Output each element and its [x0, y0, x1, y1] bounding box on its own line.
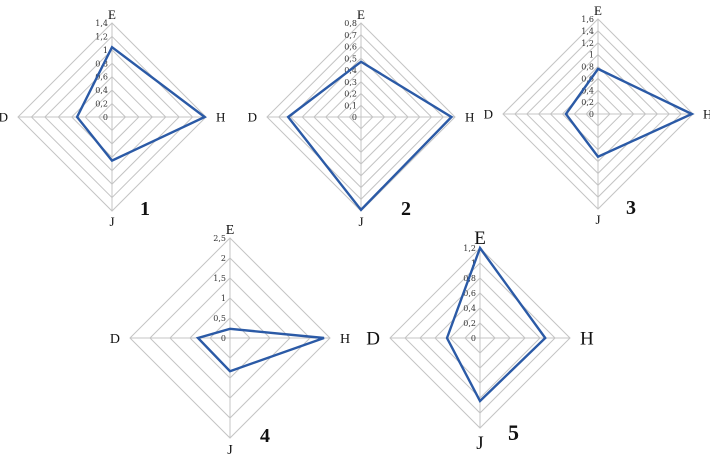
axis-label-E: E	[474, 228, 486, 249]
axis-label-E: E	[357, 7, 365, 22]
axis-label-E: E	[226, 223, 235, 238]
radar-chart-3: 0 0,2 0,4 0,6 0,8 1 1,2 1,4 1,6E H J D 3	[484, 3, 710, 227]
chart-number: 3	[626, 197, 636, 219]
tick-label: 1,2	[581, 39, 594, 48]
axis-label-D: D	[248, 110, 257, 125]
axis-label-J: J	[227, 443, 233, 458]
tick-label: 0,6	[344, 43, 357, 52]
tick-label: 0,6	[95, 73, 108, 82]
axis-label-D: D	[110, 332, 120, 347]
tick-label: 1,4	[95, 19, 108, 28]
tick-label: 0,5	[213, 314, 226, 323]
tick-label: 0,8	[581, 63, 594, 72]
tick-label: 0	[103, 113, 108, 122]
axis-label-H: H	[580, 329, 594, 350]
data-series	[286, 60, 454, 212]
axis-label-D: D	[0, 110, 8, 125]
axis-label-J: J	[109, 214, 114, 229]
tick-label: 0,8	[344, 19, 357, 28]
tick-label: 1	[103, 46, 108, 55]
tick-label: 0,2	[344, 90, 357, 99]
tick-label: 0,4	[95, 86, 108, 95]
tick-label: 0,3	[344, 78, 357, 87]
radar-chart-1: 0 0,2 0,4 0,6 0,8 1 1,2 1,4E H J D 1	[0, 7, 225, 229]
axis-label-E: E	[108, 7, 116, 22]
tick-label: 0,2	[581, 98, 594, 107]
radar-chart-4: 0 0,5 1 1,5 2 2,5E H J D 4	[110, 223, 350, 458]
tick-label: 0	[221, 334, 226, 343]
tick-label: 0,4	[581, 86, 594, 95]
tick-label: 0	[352, 113, 357, 122]
tick-label: 0	[471, 334, 476, 343]
axis-label-D: D	[366, 329, 380, 350]
tick-label: 2,5	[213, 234, 226, 243]
tick-label: 0,8	[95, 59, 108, 68]
tick-label: 2	[221, 254, 226, 263]
tick-label: 1,2	[463, 244, 476, 253]
tick-label: 1	[589, 51, 594, 60]
chart-number: 5	[508, 420, 519, 445]
tick-label: 0,1	[344, 101, 357, 110]
tick-label: 0	[589, 110, 594, 119]
tick-label: 0,7	[344, 31, 357, 40]
tick-label: 0,2	[463, 319, 476, 328]
tick-label: 0,6	[463, 289, 476, 298]
tick-label: 0,5	[344, 54, 357, 63]
tick-label: 0,2	[95, 100, 108, 109]
axis-label-J: J	[476, 433, 483, 454]
chart-number: 2	[401, 198, 411, 220]
chart-number: 1	[140, 198, 150, 220]
tick-label: 0,6	[581, 74, 594, 83]
axis-label-J: J	[358, 214, 363, 229]
axis-label-J: J	[595, 212, 600, 227]
tick-label: 1,4	[581, 27, 594, 36]
axis-label-D: D	[484, 107, 493, 122]
tick-label: 1,5	[213, 274, 226, 283]
axis-label-H: H	[216, 110, 225, 125]
chart-number: 4	[260, 425, 270, 447]
tick-label: 1	[221, 294, 226, 303]
tick-label: 0,4	[463, 304, 476, 313]
axis-label-E: E	[594, 3, 602, 18]
axis-label-H: H	[465, 110, 474, 125]
axis-label-H: H	[703, 107, 710, 122]
axis-label-H: H	[340, 332, 350, 347]
tick-label: 1,6	[581, 15, 594, 24]
tick-label: 1,2	[95, 32, 108, 41]
